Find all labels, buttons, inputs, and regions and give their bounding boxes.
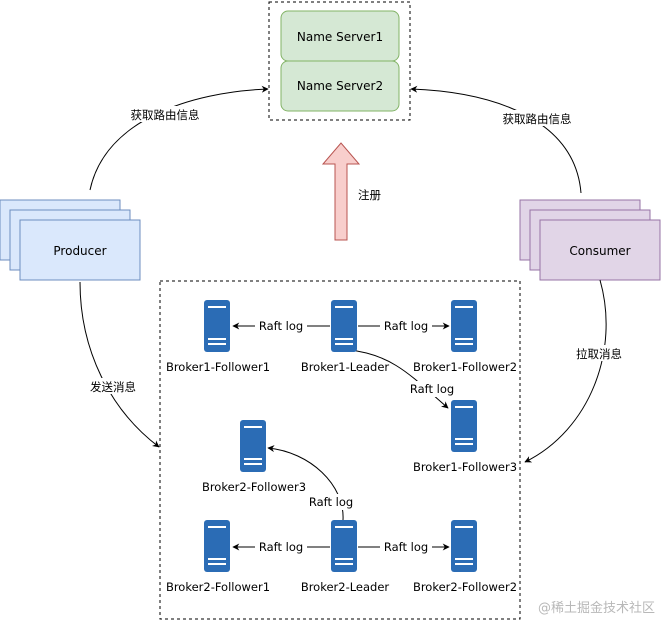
name-server-group: Name Server1 Name Server2 <box>268 1 411 121</box>
consumer-route-label: 获取路由信息 <box>503 112 572 126</box>
broker1-follower2-label: Broker1-Follower2 <box>413 360 517 374</box>
raft-label-b1-f3: Raft log <box>410 382 454 396</box>
name-server-1-label: Name Server1 <box>297 30 383 44</box>
raft-label-b2-f3: Raft log <box>309 495 353 509</box>
register-label: 注册 <box>358 188 381 202</box>
producer-label: Producer <box>53 244 106 258</box>
server-icon <box>331 300 357 352</box>
name-server-container <box>268 1 411 121</box>
server-icon <box>204 520 230 572</box>
broker1-follower2-node[interactable]: Broker1-Follower2 <box>413 300 517 374</box>
server-icon <box>240 420 266 472</box>
broker1-follower3-node[interactable]: Broker1-Follower3 <box>413 400 517 474</box>
broker2-follower3-node[interactable]: Broker2-Follower3 <box>202 420 306 494</box>
broker2-follower3-label: Broker2-Follower3 <box>202 480 306 494</box>
broker2-leader-label: Broker2-Leader <box>301 580 390 594</box>
watermark: @稀土掘金技术社区 <box>538 600 655 616</box>
broker1-follower1-label: Broker1-Follower1 <box>166 360 270 374</box>
broker2-follower2-label: Broker2-Follower2 <box>413 580 517 594</box>
broker2-leader-node[interactable]: Broker2-Leader <box>301 520 390 594</box>
raft-label-b1-f1: Raft log <box>259 319 303 333</box>
server-icon <box>451 300 477 352</box>
broker-cluster-container <box>159 280 521 620</box>
broker1-follower3-label: Broker1-Follower3 <box>413 460 517 474</box>
server-icon <box>331 520 357 572</box>
broker2-follower2-node[interactable]: Broker2-Follower2 <box>413 520 517 594</box>
producer-route-edge <box>89 85 269 191</box>
pull-edge <box>524 279 607 463</box>
raft-edge-b1-f3 <box>349 349 449 409</box>
producer-route-label: 获取路由信息 <box>131 108 200 122</box>
broker1-leader-node[interactable]: Broker1-Leader <box>301 300 390 374</box>
server-icon <box>204 300 230 352</box>
consumer-node[interactable] <box>519 199 661 281</box>
send-label: 发送消息 <box>90 380 136 394</box>
register-arrow <box>321 142 361 241</box>
server-icon <box>451 400 477 452</box>
broker1-follower1-node[interactable]: Broker1-Follower1 <box>166 300 270 374</box>
broker2-follower1-node[interactable]: Broker2-Follower1 <box>166 520 270 594</box>
raft-label-b1-f2: Raft log <box>384 319 428 333</box>
broker2-follower1-label: Broker2-Follower1 <box>166 580 270 594</box>
raft-label-b2-f1: Raft log <box>259 540 303 554</box>
name-server-2-label: Name Server2 <box>297 79 383 93</box>
consumer-route-edge <box>410 85 582 194</box>
producer-node[interactable] <box>0 199 141 281</box>
name-server-2-box[interactable] <box>280 60 400 112</box>
broker1-leader-label: Broker1-Leader <box>301 360 390 374</box>
pull-label: 拉取消息 <box>576 347 622 361</box>
server-icon <box>451 520 477 572</box>
send-edge <box>79 281 160 448</box>
consumer-label: Consumer <box>569 244 630 258</box>
raft-label-b2-f2: Raft log <box>384 540 428 554</box>
